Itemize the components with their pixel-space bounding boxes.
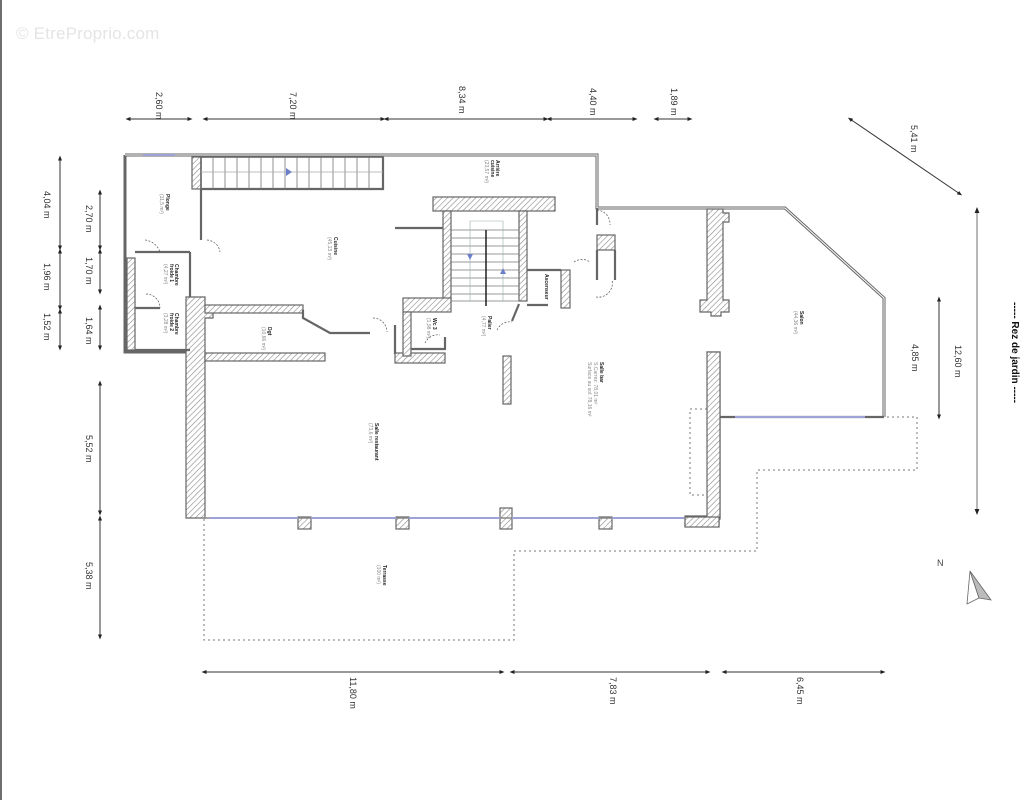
- room-salon: Salon (44,36 m²): [792, 311, 804, 334]
- dim-bottom-2: 7,83 m: [608, 677, 618, 705]
- dim-top-4: 4,40 m: [588, 88, 598, 116]
- room-wc-3: Wc 3 (1,98 m²): [425, 318, 437, 339]
- svg-text:Chambre: Chambre: [173, 313, 179, 335]
- dim-top-3: 8,34 m: [457, 86, 467, 114]
- dim-top-5: 1,89 m: [669, 88, 679, 116]
- staircase-kitchen: [200, 156, 384, 190]
- svg-text:Dgt: Dgt: [266, 327, 272, 336]
- svg-text:(4,27 m²): (4,27 m²): [162, 264, 168, 285]
- svg-text:Arrière: Arrière: [494, 160, 500, 177]
- dim-right-1: 4,85 m: [910, 344, 920, 372]
- watermark: © EtreProprio.com: [16, 24, 160, 43]
- dim-left-inner-4: 5,52 m: [84, 435, 94, 463]
- room-cuisine: Cuisine (45,13 m²): [326, 237, 338, 260]
- svg-text:(11,5 m²): (11,5 m²): [158, 194, 164, 214]
- level-title: ----- Rez de jardin -----: [1009, 302, 1020, 403]
- room-chambre-froide-1: Chambre froide 1 (4,27 m²): [162, 264, 179, 286]
- north-arrow-icon: [966, 570, 992, 605]
- dim-left-inner-5: 5,38 m: [84, 562, 94, 590]
- doors: [144, 209, 613, 344]
- room-plonge: Plonge (11,5 m²): [158, 194, 170, 214]
- room-labels: Plonge (11,5 m²) Chambre froide 1 (4,27 …: [158, 160, 804, 586]
- dim-bottom-1: 11,80 m: [348, 677, 358, 709]
- svg-text:froide 1: froide 1: [168, 264, 174, 282]
- svg-text:Salle restaurant: Salle restaurant: [373, 423, 379, 461]
- room-arriere-cuisine: Arrière cuisine (23,57 m²): [483, 160, 500, 183]
- dim-left-outer-1: 4,04 m: [42, 191, 52, 219]
- svg-text:(1,98 m²): (1,98 m²): [425, 318, 431, 339]
- dim-left-inner-1: 2,70 m: [84, 205, 94, 233]
- svg-text:(23,57 m²): (23,57 m²): [483, 160, 489, 183]
- svg-text:froide 2: froide 2: [168, 313, 174, 331]
- dimension-labels: 2,60 m 7,20 m 8,34 m 4,40 m 1,89 m 5,41 …: [42, 86, 963, 709]
- room-salle-restaurant: Salle restaurant (73,6 m²): [367, 423, 379, 461]
- svg-text:Ascenseur: Ascenseur: [543, 274, 549, 300]
- svg-text:S.Carrez: 78,01 m²: S.Carrez: 78,01 m²: [592, 362, 598, 405]
- page-border: [0, 0, 2, 800]
- room-palier: Palier (4,77 m²): [480, 316, 492, 337]
- svg-text:(100 m²): (100 m²): [375, 565, 381, 584]
- dim-left-outer-2: 1,96 m: [42, 263, 52, 291]
- svg-text:Terrasse: Terrasse: [381, 565, 387, 586]
- dim-bottom-3: 6,45 m: [795, 677, 805, 705]
- compass-north-label: N: [937, 558, 944, 568]
- room-chambre-froide-2: Chambre froide 2 (3,28 m²): [162, 313, 179, 335]
- windows: [210, 416, 865, 519]
- dim-top-2: 7,20 m: [288, 92, 298, 120]
- svg-text:Cuisine: Cuisine: [332, 237, 338, 255]
- svg-text:Salon: Salon: [798, 311, 804, 325]
- svg-text:Chambre: Chambre: [173, 264, 179, 286]
- svg-text:Plonge: Plonge: [164, 194, 170, 211]
- dim-left-inner-3: 1,64 m: [84, 317, 94, 345]
- room-dgt: Dgt (10,66 m²): [260, 327, 272, 350]
- hatched-walls: [126, 156, 730, 530]
- dim-left-outer-3: 1,52 m: [42, 313, 52, 341]
- svg-text:Palier: Palier: [486, 316, 492, 330]
- dimension-lines-left: [58, 155, 102, 640]
- dimension-lines-top: [125, 117, 963, 196]
- svg-text:(73,6 m²): (73,6 m²): [367, 423, 373, 444]
- room-salle-bar: Salle bar S.Carrez: 78,01 m² Surface au …: [586, 362, 604, 417]
- svg-text:Surface au sol: 78,16 m²: Surface au sol: 78,16 m²: [586, 362, 592, 417]
- svg-text:Wc 3: Wc 3: [431, 318, 437, 330]
- svg-text:(10,66 m²): (10,66 m²): [260, 327, 266, 350]
- dim-diagonal: 5,41 m: [909, 125, 919, 153]
- svg-text:(45,13 m²): (45,13 m²): [326, 237, 332, 260]
- svg-text:(4,77 m²): (4,77 m²): [480, 316, 486, 337]
- svg-text:cuisine: cuisine: [489, 160, 495, 177]
- svg-text:Salle bar: Salle bar: [598, 362, 604, 383]
- compass: N: [937, 558, 992, 605]
- svg-text:(3,28 m²): (3,28 m²): [162, 313, 168, 334]
- room-ascenseur: Ascenseur: [543, 274, 549, 300]
- staircase-main: [451, 220, 519, 306]
- terrace-outline: [203, 408, 918, 641]
- dim-top-1: 2,60 m: [154, 92, 164, 120]
- dim-left-inner-2: 1,70 m: [84, 257, 94, 285]
- svg-text:(44,36 m²): (44,36 m²): [792, 311, 798, 334]
- room-terrasse: Terrasse (100 m²): [375, 565, 387, 586]
- dim-right-total: 12,60 m: [953, 345, 963, 378]
